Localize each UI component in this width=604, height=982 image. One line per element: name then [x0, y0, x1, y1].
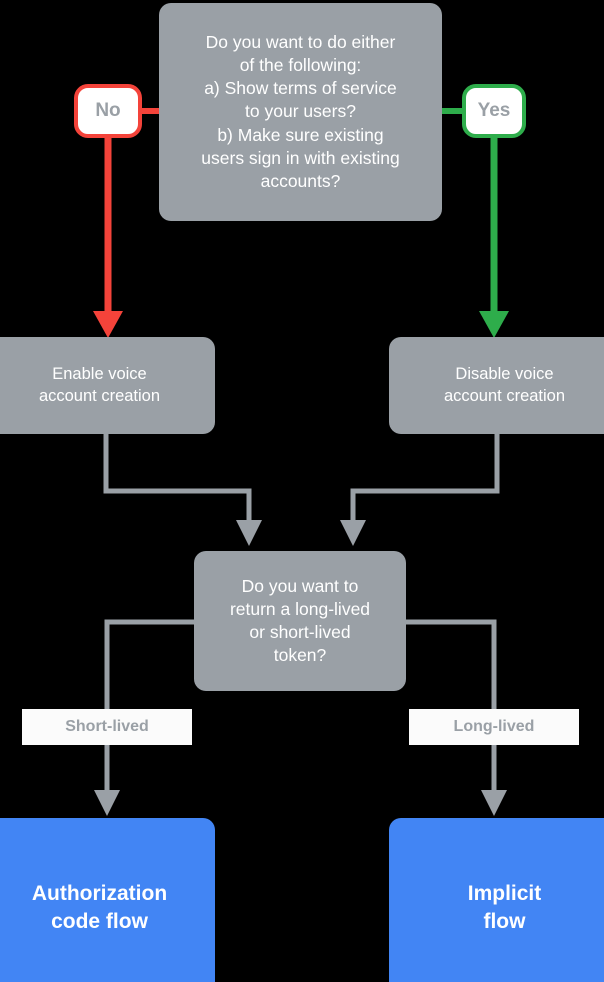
outcome-node-authorization-code-flow[interactable]: Authorization code flow — [0, 818, 215, 982]
edge-badge-yes-label: Yes — [477, 100, 511, 121]
edge-no-branch — [93, 108, 159, 338]
edge-label-long-lived-text: Long-lived — [453, 718, 535, 735]
edge-disable-to-token — [340, 434, 500, 546]
outcome-node-authorization-code-flow-label: Authorization code flow — [31, 882, 168, 933]
action-node-disable-voice-account-creation-label: Disable voice account creation — [443, 364, 566, 405]
edge-badge-yes[interactable]: Yes — [462, 84, 526, 138]
decision-node-token-lifetime-label: Do you want to return a long-lived or sh… — [229, 575, 371, 666]
edge-badge-no[interactable]: No — [74, 84, 142, 138]
decision-node-terms-of-service[interactable]: Do you want to do either of the followin… — [159, 3, 442, 221]
edge-label-short-lived-text: Short-lived — [65, 718, 149, 735]
edge-label-short-lived: Short-lived — [22, 709, 192, 745]
edge-enable-to-token — [103, 434, 262, 546]
action-node-enable-voice-account-creation[interactable]: Enable voice account creation — [0, 337, 215, 434]
decision-node-terms-of-service-label: Do you want to do either of the followin… — [201, 32, 400, 191]
outcome-node-implicit-flow[interactable]: Implicit flow — [389, 818, 604, 982]
action-node-enable-voice-account-creation-label: Enable voice account creation — [38, 364, 161, 405]
outcome-node-implicit-flow-label: Implicit flow — [467, 882, 542, 933]
edge-yes-branch — [442, 108, 509, 338]
decision-node-token-lifetime[interactable]: Do you want to return a long-lived or sh… — [194, 551, 406, 691]
edge-badge-no-label: No — [95, 100, 121, 121]
edge-label-long-lived: Long-lived — [409, 709, 579, 745]
action-node-disable-voice-account-creation[interactable]: Disable voice account creation — [389, 337, 604, 434]
